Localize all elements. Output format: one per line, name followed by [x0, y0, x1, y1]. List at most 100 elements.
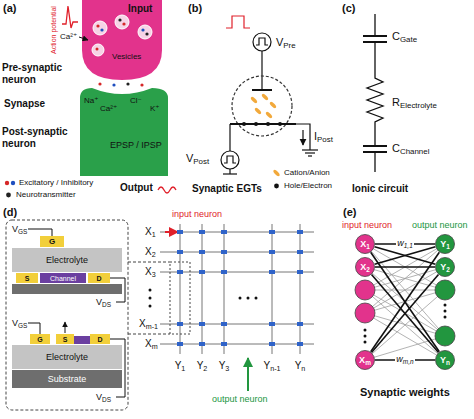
column-line — [272, 224, 273, 354]
input-neuron: X1 — [355, 234, 375, 254]
weight-line — [365, 267, 445, 290]
wire — [296, 124, 310, 150]
row-line — [160, 344, 314, 345]
ground-symbol — [302, 150, 318, 156]
channel-layer — [74, 336, 90, 344]
axis-label: input neuron — [172, 209, 222, 219]
drain-electrode: D — [88, 273, 110, 283]
column-label: Yn-1 — [263, 360, 280, 372]
row-label: Xm — [145, 338, 158, 350]
synapse-device — [221, 322, 227, 326]
carrier — [254, 122, 258, 126]
ion-label: Cl⁻ — [130, 96, 142, 105]
synapse-device — [177, 270, 183, 274]
wire — [229, 124, 230, 151]
synapse-device — [199, 250, 205, 254]
neurotransmitter-dots — [140, 83, 143, 86]
ellipsis-dots — [444, 316, 447, 319]
component-label: CChannel — [392, 142, 429, 155]
legend-item: Hole/Electron — [272, 181, 332, 190]
legend-swatch-mark — [272, 169, 280, 177]
capacitor-symbol — [363, 145, 387, 147]
neuron-circle — [436, 258, 455, 277]
device-inset — [6, 220, 128, 410]
neurotransmitter-dots — [98, 82, 101, 85]
source-electrode: S — [16, 273, 38, 283]
neurotransmitter-dots — [100, 28, 103, 31]
output-neuron: Y2 — [435, 257, 455, 277]
panel-caption: Synaptic weights — [360, 386, 450, 399]
weight-line — [365, 313, 445, 360]
synapse-device — [177, 250, 183, 254]
panel-label: (b) — [188, 2, 202, 15]
synaptic-weight-line — [371, 252, 440, 352]
ion-label: K⁺ — [150, 104, 160, 113]
part-label: Synapse — [4, 98, 45, 110]
node-text: X1 — [360, 240, 370, 249]
synapse-illustration — [62, 0, 176, 193]
neuron-circle — [355, 280, 375, 300]
synaptic-weight-line — [372, 275, 439, 353]
synapse-device — [199, 322, 205, 326]
synapse-device — [177, 322, 183, 326]
substrate-layer — [12, 284, 122, 294]
column-line — [224, 224, 225, 354]
node-text: Electrolyte — [46, 256, 88, 265]
gate-plate — [252, 89, 272, 91]
zoom-leader — [128, 262, 170, 263]
component-label: RElectrolyte — [392, 96, 437, 109]
ground-symbol — [305, 152, 315, 153]
synapse-device — [297, 230, 303, 234]
signal-name: VPost — [186, 152, 209, 165]
electrolyte-layer: Electrolyte — [12, 248, 122, 272]
synapse-device — [199, 342, 205, 346]
output-neuron: Y1 — [435, 234, 455, 254]
neuron-circle — [435, 326, 455, 346]
node-text: G — [49, 238, 55, 246]
signal-label: Input — [128, 3, 152, 15]
signal-label: Output — [120, 182, 153, 194]
neuron-circle — [356, 258, 375, 277]
synapse-device — [177, 230, 183, 234]
panel-label: (c) — [342, 2, 355, 15]
row-label: X3 — [145, 266, 156, 278]
synapse-device — [199, 230, 205, 234]
node-text: G — [37, 336, 42, 343]
legend-text: Neurotransmitter — [16, 190, 76, 199]
egt-schematic — [221, 16, 318, 174]
ionic-circuit — [374, 14, 375, 36]
part-label: Post-synaptic neuron — [2, 126, 78, 149]
neurotransmitter-dots — [145, 32, 148, 35]
wire — [28, 323, 40, 334]
weight-label: w1,1 — [396, 239, 414, 249]
ellipsis-dots — [444, 310, 447, 313]
weight-line — [365, 290, 445, 360]
neurotransmitter-dots — [141, 28, 144, 31]
post-synaptic-neuron — [80, 88, 168, 176]
panel-caption: Ionic circuit — [352, 183, 408, 195]
wire — [28, 229, 52, 236]
weight-line — [365, 244, 445, 290]
node-text: Xm — [359, 356, 371, 365]
synapse-device — [297, 270, 303, 274]
ground-symbol — [223, 173, 237, 174]
legend-text: Hole/Electron — [284, 181, 332, 190]
node-text: S — [63, 336, 68, 343]
carrier — [278, 122, 282, 126]
signal-name: VGS — [12, 318, 27, 328]
signal-name: VDS — [96, 297, 111, 307]
current-arrow — [302, 130, 303, 145]
electrolyte-layer: Electrolyte — [12, 345, 122, 369]
node-text: Y1 — [440, 240, 450, 249]
neurotransmitter-dots — [126, 82, 129, 85]
carrier — [242, 122, 282, 126]
column-line — [202, 224, 203, 354]
output-signal — [158, 187, 176, 193]
component-label: CGate — [392, 30, 417, 43]
ionic-circuit — [363, 14, 387, 172]
ellipsis-dots — [239, 297, 242, 300]
synaptic-weight-line — [371, 252, 440, 352]
pulse-symbol — [224, 156, 236, 163]
ground-symbol — [302, 149, 318, 150]
signal-label: Action potential — [50, 6, 58, 54]
